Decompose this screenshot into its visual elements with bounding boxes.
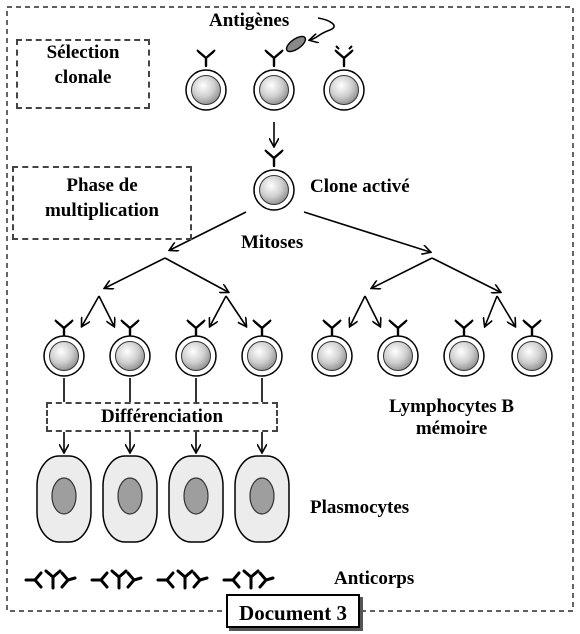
- multiplication-phase-box: Phase de multiplication: [12, 166, 192, 240]
- naive-b-lymphocyte-1: [185, 69, 227, 111]
- multiplication-phase-line2: multiplication: [44, 199, 159, 221]
- memory-b-lymphocyte-4: [511, 335, 553, 377]
- bcr-receptor-icon: [388, 319, 408, 338]
- memory-b-lymphocyte-3: [443, 335, 485, 377]
- division-arrow-icon: [350, 295, 366, 326]
- division-arrow-icon: [364, 295, 380, 326]
- dividing-lymphocyte-2: [109, 335, 151, 377]
- bcr-receptor-icon: [120, 319, 140, 338]
- activated-clone-cell: [253, 169, 295, 211]
- bcr-receptor-icon: [264, 149, 284, 168]
- curly-arrow-icon: [310, 17, 335, 40]
- division-arrow-icon: [210, 295, 227, 326]
- division-arrow-icon: [225, 295, 246, 326]
- memory-b-lymphocyte-1: [311, 335, 353, 377]
- division-arrow-icon: [105, 257, 166, 288]
- receptor-variant-mark: [335, 45, 353, 50]
- dividing-lymphocyte-3: [175, 335, 217, 377]
- memory-b-cells-label: Lymphocytes B mémoire: [389, 396, 514, 440]
- bcr-receptor-icon: [334, 49, 354, 68]
- clonal-selection-line2: clonale: [54, 66, 112, 88]
- bcr-receptor-icon: [322, 319, 342, 338]
- division-arrow-icon: [164, 257, 228, 292]
- clonal-selection-box: Sélection clonale: [16, 39, 150, 109]
- bcr-receptor-icon: [54, 319, 74, 338]
- plasmocyte-3: [168, 455, 224, 543]
- bcr-receptor-icon: [196, 49, 216, 68]
- bcr-receptor-icon: [522, 319, 542, 338]
- antibodies-label: Anticorps: [334, 568, 415, 589]
- multiplication-phase-line1: Phase de: [66, 175, 138, 196]
- antibody-group-icon: [156, 569, 209, 590]
- antibody-group-icon: [24, 569, 77, 590]
- plasmocyte-4: [234, 455, 290, 543]
- antigen-icon: [285, 35, 307, 53]
- memory-b-cells-line1: Lymphocytes B: [389, 396, 515, 417]
- division-arrow-icon: [431, 257, 500, 292]
- differentiation-label: Différenciation: [100, 406, 224, 427]
- plasmocyte-2: [102, 455, 158, 543]
- mitoses-label: Mitoses: [241, 232, 304, 253]
- memory-b-cells-line2: mémoire: [415, 417, 488, 439]
- antigens-label: Antigènes: [209, 10, 290, 31]
- mitosis-arrow-right-icon: [303, 211, 430, 252]
- dividing-lymphocyte-1: [43, 335, 85, 377]
- naive-b-lymphocyte-2: [253, 69, 295, 111]
- plasmocytes-label: Plasmocytes: [310, 497, 410, 518]
- bcr-receptor-icon: [186, 319, 206, 338]
- antibody-group-icon: [90, 569, 143, 590]
- differentiation-box: Différenciation: [46, 402, 278, 432]
- division-arrow-icon: [485, 295, 498, 326]
- dividing-lymphocyte-4: [241, 335, 283, 377]
- bcr-receptor-icon: [252, 319, 272, 338]
- clonal-selection-line1: Sélection: [46, 42, 120, 63]
- antibody-group-icon: [222, 569, 275, 590]
- document-number-badge: Document 3: [226, 594, 360, 628]
- mitosis-arrow-left-icon: [170, 211, 247, 250]
- activated-clone-label: Clone activé: [310, 176, 410, 197]
- bcr-receptor-icon: [454, 319, 474, 338]
- memory-b-lymphocyte-2: [377, 335, 419, 377]
- division-arrow-icon: [496, 295, 515, 326]
- diagram-elements: [24, 17, 553, 590]
- division-arrow-icon: [372, 257, 433, 288]
- division-arrow-icon: [82, 295, 100, 326]
- naive-b-lymphocyte-3: [323, 69, 365, 111]
- bcr-receptor-icon: [264, 49, 284, 68]
- plasmocyte-1: [36, 455, 92, 543]
- division-arrow-icon: [98, 295, 114, 326]
